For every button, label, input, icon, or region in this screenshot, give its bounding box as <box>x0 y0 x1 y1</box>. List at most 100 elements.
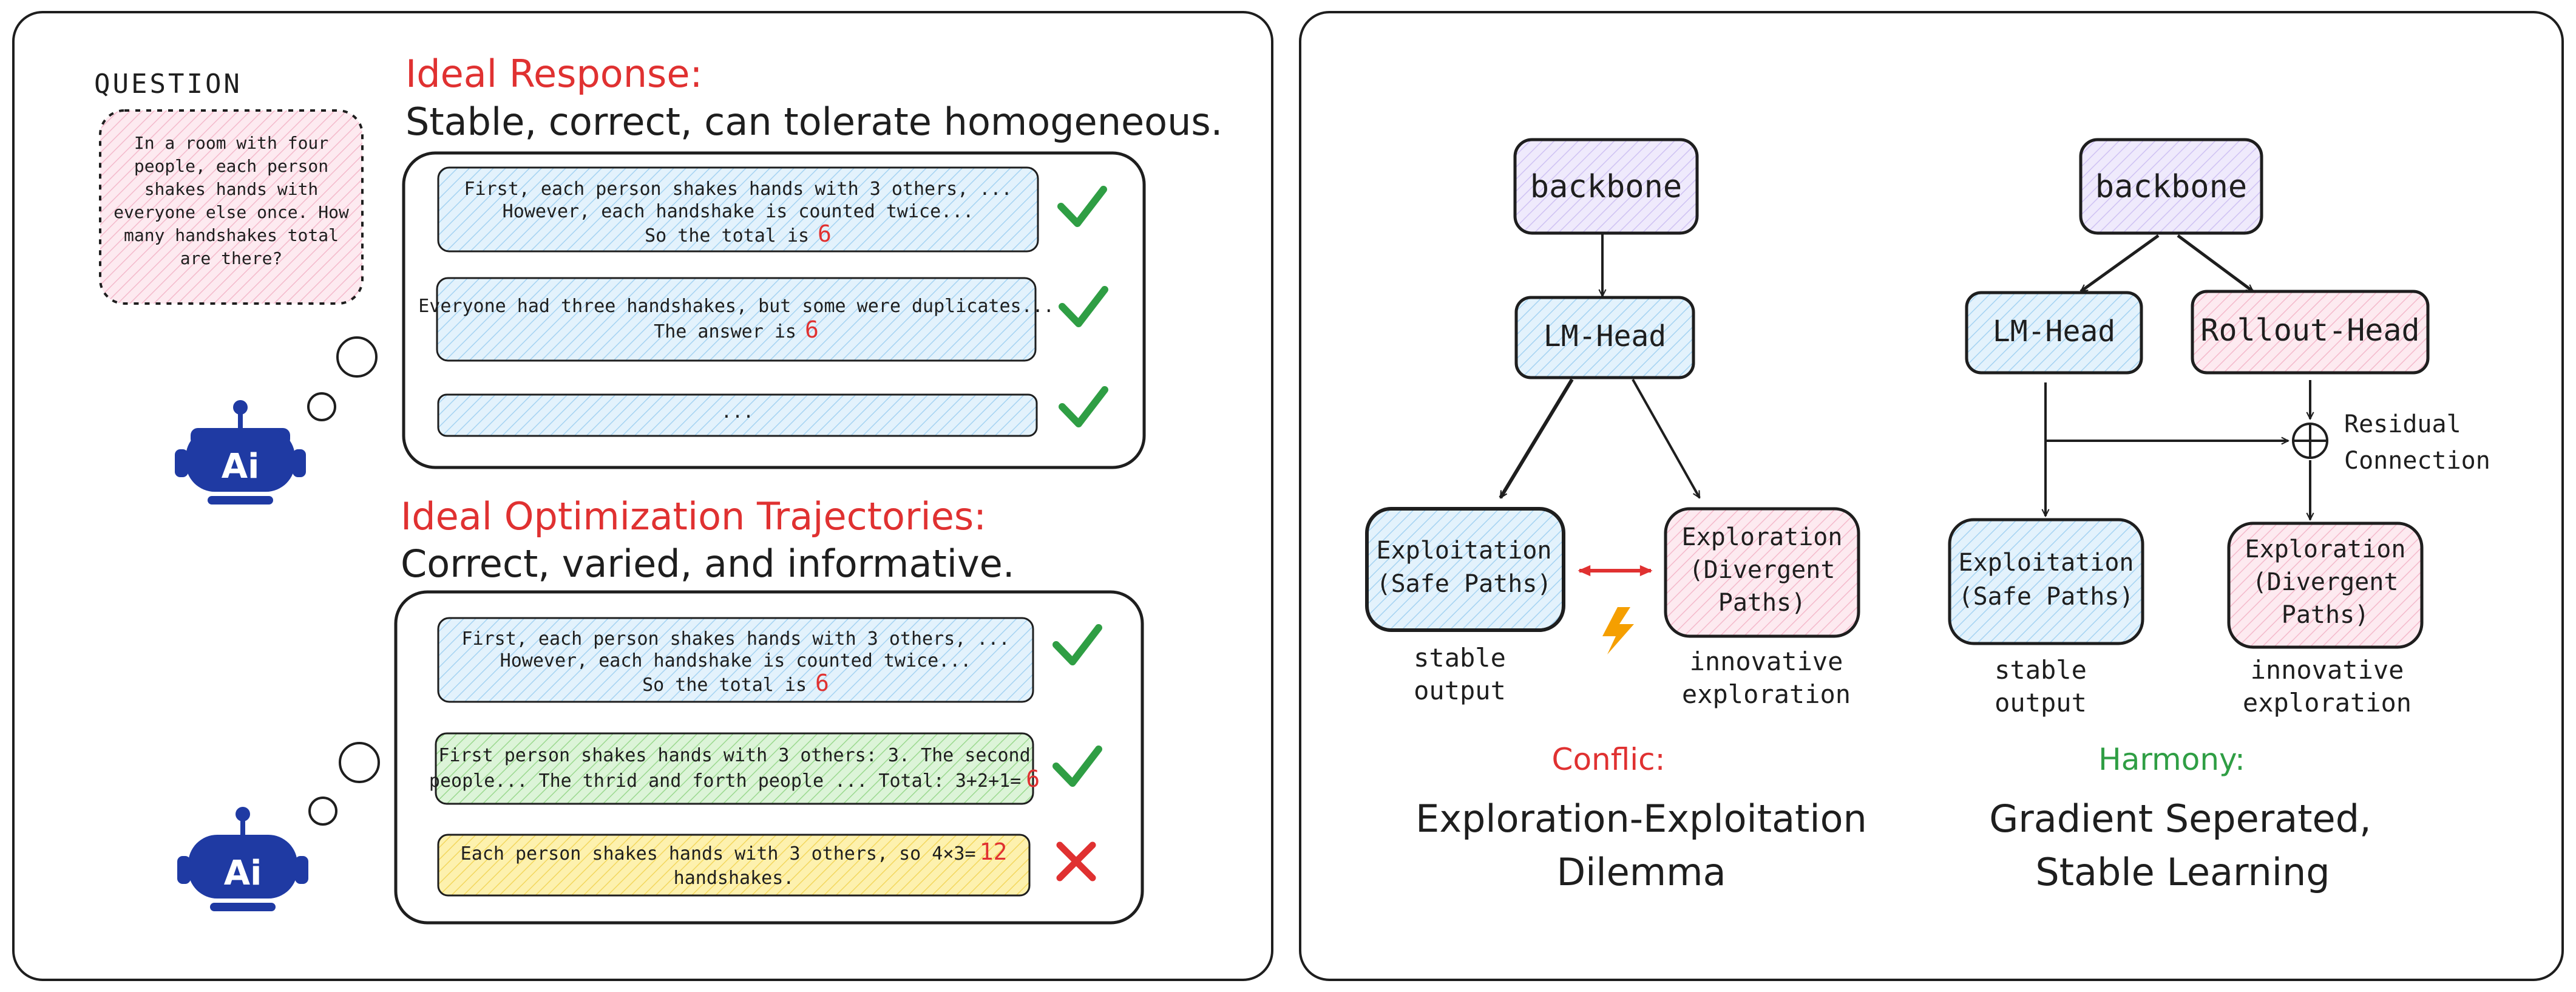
trajectory-3-line-1: Each person shakes hands with 3 others, … <box>461 838 1008 865</box>
ideal-trajectories-title: Ideal Optimization Trajectories: <box>401 494 986 538</box>
harmony-exploitation-node <box>1948 518 2144 645</box>
trajectory-item: First person shakes hands with 3 others:… <box>429 732 1040 805</box>
harmony-desc-1: Gradient Seperated, <box>1989 797 2371 841</box>
harmony-exploitation-label: Exploitation <box>1959 549 2134 577</box>
harmony-exploit-caption-2: output <box>1995 688 2087 718</box>
check-icon <box>1059 286 1108 327</box>
robot-icon: Ai <box>177 807 308 911</box>
thought-bubble-large <box>339 742 380 783</box>
harmony-rollout-head-node <box>2191 290 2430 375</box>
conflict-backbone-label: backbone <box>1530 169 1682 205</box>
check-icon <box>1059 386 1108 427</box>
conflict-label: Conflic: <box>1552 742 1666 777</box>
response-1-line-1: First, each person shakes hands with 3 o… <box>464 178 1012 200</box>
harmony-label: Harmony: <box>2098 742 2245 777</box>
harmony-exploration-sub2: Paths) <box>2282 601 2370 629</box>
response-box-2 <box>436 277 1037 362</box>
svg-text:Ai: Ai <box>224 854 262 893</box>
trajectory-1-line-2: However, each handshake is counted twice… <box>500 650 972 671</box>
conflict-exploration-sub1: (Divergent <box>1689 556 1835 584</box>
harmony-explore-caption: innovative <box>2251 655 2404 685</box>
question-line: In a room with four <box>134 133 328 153</box>
lightning-icon <box>1602 607 1634 654</box>
question-line: are there? <box>180 248 283 268</box>
robot-icon: Ai <box>175 400 306 504</box>
conflict-exploit-caption: stable <box>1414 643 1506 673</box>
conflict-exploitation-label: Exploitation <box>1377 537 1552 565</box>
harmony-lm-head-node <box>1965 291 2143 375</box>
conflict-lm-head-node <box>1514 296 1695 379</box>
conflict-exploration-label: Exploration <box>1682 523 1843 551</box>
harmony-exploration-node <box>2227 521 2424 649</box>
harmony-exploration-sub1: (Divergent <box>2252 568 2399 596</box>
response-3-line-1: ... <box>721 401 754 423</box>
conflict-exploit-caption-2: output <box>1414 676 1506 705</box>
ideal-trajectories-subtitle: Correct, varied, and informative. <box>401 542 1015 586</box>
conflict-exploitation-sub: (Safe Paths) <box>1377 570 1552 598</box>
harmony-explore-caption-2: exploration <box>2243 688 2412 718</box>
response-1-line-2: However, each handshake is counted twice… <box>503 201 974 222</box>
conflict-desc-2: Dilemma <box>1556 850 1726 894</box>
question-text: In a room with four people, each person sh… <box>114 133 349 268</box>
harmony-exploit-caption: stable <box>1995 655 2087 685</box>
check-icon <box>1057 186 1107 227</box>
harmony-arrow-backbone-rollout <box>2177 234 2253 293</box>
harmony-backbone-label: backbone <box>2095 169 2247 205</box>
harmony-lm-head-label: LM-Head <box>1993 314 2115 348</box>
trajectory-item: Each person shakes hands with 3 others, … <box>437 834 1031 897</box>
response-item: Everyone had three handshakes, but some … <box>418 277 1054 362</box>
conflict-explore-caption-2: exploration <box>1682 679 1851 709</box>
response-box-1 <box>437 166 1039 253</box>
conflict-exploration-sub2: Paths) <box>1718 589 1806 617</box>
response-2-line-1: Everyone had three handshakes, but some … <box>418 296 1054 317</box>
conflict-arrow-head-exploit <box>1499 378 1574 498</box>
residual-label-2: Connection <box>2344 447 2490 475</box>
cross-icon <box>1056 841 1096 882</box>
harmony-backbone-node <box>2079 138 2263 235</box>
conflict-exploration-node <box>1664 507 1860 638</box>
ideal-response-title: Ideal Response: <box>405 52 702 96</box>
svg-text:Ai: Ai <box>222 447 260 486</box>
trajectory-2-line-2: people... The thrid and forth people ...… <box>429 766 1040 792</box>
conflict-lm-head-label: LM-Head <box>1544 319 1666 353</box>
harmony-arrow-backbone-lmhead <box>2081 234 2160 293</box>
question-label: QUESTION <box>94 69 242 100</box>
trajectory-item: First, each person shakes hands with 3 o… <box>437 617 1034 703</box>
harmony-desc-2: Stable Learning <box>2035 850 2330 894</box>
thought-bubble-large <box>336 336 378 378</box>
trajectory-box-1 <box>437 617 1034 703</box>
question-line: shakes hands with <box>144 179 319 199</box>
trajectory-box-3 <box>437 834 1031 897</box>
ideal-response-subtitle: Stable, correct, can tolerate homogeneou… <box>405 100 1222 144</box>
question-line: people, each person <box>134 156 328 176</box>
thought-bubble-small <box>308 797 337 826</box>
trajectory-1-line-1: First, each person shakes hands with 3 o… <box>461 628 1009 650</box>
response-item: ... <box>437 393 1038 437</box>
conflict-backbone-node <box>1513 138 1699 235</box>
conflict-arrow-head-explore <box>1632 379 1701 498</box>
harmony-exploration-label: Exploration <box>2245 535 2406 563</box>
response-item: First, each person shakes hands with 3 o… <box>437 166 1039 253</box>
right-panel-frame <box>1299 11 2564 981</box>
harmony-exploitation-sub: (Safe Paths) <box>1959 583 2134 611</box>
trajectory-2-line-1: First person shakes hands with 3 others:… <box>438 745 1030 766</box>
question-line: many handshakes total <box>124 225 339 245</box>
conflict-explore-caption: innovative <box>1690 647 1843 676</box>
question-bubble <box>99 109 364 305</box>
thought-bubble-small <box>307 392 336 421</box>
harmony-rollout-head-label: Rollout-Head <box>2200 313 2419 348</box>
trajectory-box-2 <box>435 732 1034 805</box>
conflict-desc-1: Exploration-Exploitation <box>1415 797 1867 841</box>
question-line: everyone else once. How <box>114 202 349 222</box>
conflict-exploitation-node <box>1365 507 1565 632</box>
response-box-3 <box>437 393 1038 437</box>
residual-label: Residual <box>2344 410 2461 438</box>
check-icon <box>1052 746 1102 787</box>
check-icon <box>1052 624 1102 665</box>
trajectory-3-line-2: handshakes. <box>674 868 795 889</box>
residual-sum-icon <box>2292 423 2328 459</box>
